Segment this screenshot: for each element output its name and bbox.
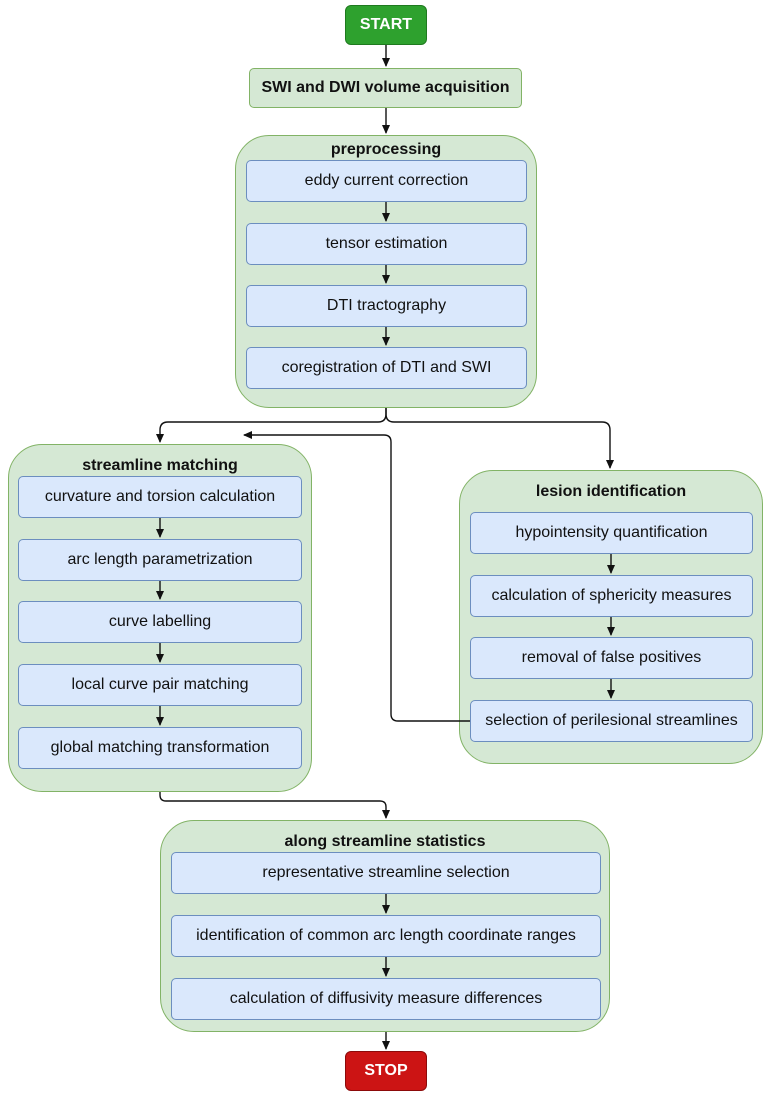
arrow-matching-to-statistics [159, 792, 390, 819]
step-label: tensor estimation [325, 235, 448, 252]
preprocessing-step: tensor estimation [246, 223, 527, 265]
matching-step: arc length parametrization [18, 539, 302, 581]
step-label: curvature and torsion calculation [44, 488, 276, 505]
lesion-step: selection of perilesional streamlines [470, 700, 753, 742]
preprocessing-title: preprocessing [330, 141, 442, 158]
step-label: global matching transformation [50, 739, 270, 756]
step-label: calculation of sphericity measures [491, 587, 732, 604]
arrow-preprocessing-to-lesion [385, 408, 614, 469]
step-label: curve labelling [108, 613, 212, 630]
start-node: START [345, 5, 427, 45]
stop-label: STOP [364, 1062, 408, 1079]
statistics-step: calculation of diffusivity measure diffe… [171, 978, 601, 1020]
step-label: eddy current correction [304, 172, 469, 189]
preprocessing-step: eddy current correction [246, 160, 527, 202]
step-label: hypointensity quantification [515, 524, 708, 541]
step-label: removal of false positives [521, 649, 702, 666]
streamline-matching-title: streamline matching [82, 457, 238, 474]
acquisition-node: SWI and DWI volume acquisition [249, 68, 522, 108]
preprocessing-step: DTI tractography [246, 285, 527, 327]
lesion-step: removal of false positives [470, 637, 753, 679]
stop-node: STOP [345, 1051, 427, 1091]
matching-step: local curve pair matching [18, 664, 302, 706]
lesion-identification-title: lesion identification [535, 483, 687, 500]
step-label: local curve pair matching [71, 676, 249, 693]
lesion-step: hypointensity quantification [470, 512, 753, 554]
step-label: DTI tractography [326, 297, 447, 314]
step-label: identification of common arc length coor… [196, 927, 576, 944]
step-label: representative streamline selection [262, 864, 510, 881]
step-label: selection of perilesional streamlines [485, 712, 738, 729]
start-label: START [359, 16, 413, 33]
step-label: coregistration of DTI and SWI [281, 359, 492, 376]
statistics-title: along streamline statistics [284, 833, 486, 850]
preprocessing-step: coregistration of DTI and SWI [246, 347, 527, 389]
matching-step: curve labelling [18, 601, 302, 643]
lesion-step: calculation of sphericity measures [470, 575, 753, 617]
matching-step: curvature and torsion calculation [18, 476, 302, 518]
step-label: calculation of diffusivity measure diffe… [229, 990, 543, 1007]
statistics-step: representative streamline selection [171, 852, 601, 894]
acquisition-label: SWI and DWI volume acquisition [261, 79, 510, 96]
statistics-step: identification of common arc length coor… [171, 915, 601, 957]
matching-step: global matching transformation [18, 727, 302, 769]
arrow-preprocessing-to-matching [156, 408, 387, 443]
step-label: arc length parametrization [67, 551, 253, 568]
